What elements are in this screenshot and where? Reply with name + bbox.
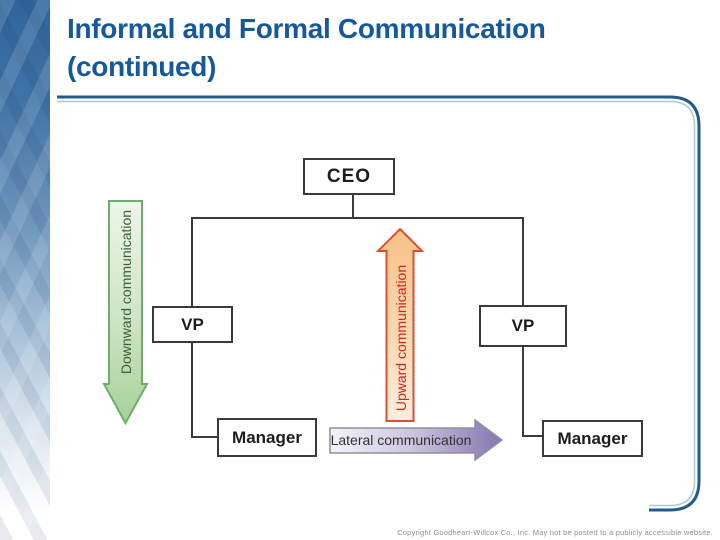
org-box-vp-left: VP	[152, 306, 233, 343]
connector-line-ceo-stub	[352, 195, 354, 218]
org-box-ceo: CEO	[303, 158, 395, 195]
downward-arrow-label: Downward communication	[118, 209, 134, 375]
connector-line-right-vp-to-manager	[522, 347, 524, 437]
connector-line-left-elbow	[191, 436, 218, 438]
connector-line-left-vp-to-manager	[191, 343, 193, 438]
org-box-manager-right: Manager	[542, 420, 643, 457]
upward-arrow-label: Upward communication	[393, 264, 409, 412]
upward-arrow-icon	[375, 227, 425, 422]
org-box-vp-right: VP	[479, 305, 567, 347]
connector-line-right-down-to-vp	[522, 217, 524, 305]
downward-arrow-icon	[102, 200, 149, 426]
title-line-1: Informal and Formal Communication	[67, 13, 546, 44]
connector-line-left-down-to-vp	[191, 217, 193, 306]
org-box-manager-left: Manager	[217, 418, 317, 457]
connector-line-main-horizontal	[191, 217, 524, 219]
lateral-arrow-label: Lateral communication	[330, 432, 472, 448]
sidebar-decoration	[0, 0, 50, 540]
copyright-text: Copyright Goodheart-Willcox Co., Inc. Ma…	[397, 528, 713, 537]
page-title: Informal and Formal Communication (conti…	[67, 10, 687, 86]
connector-line-right-elbow	[522, 435, 543, 437]
lateral-arrow-icon	[329, 418, 504, 462]
title-line-2: (continued)	[67, 51, 217, 82]
